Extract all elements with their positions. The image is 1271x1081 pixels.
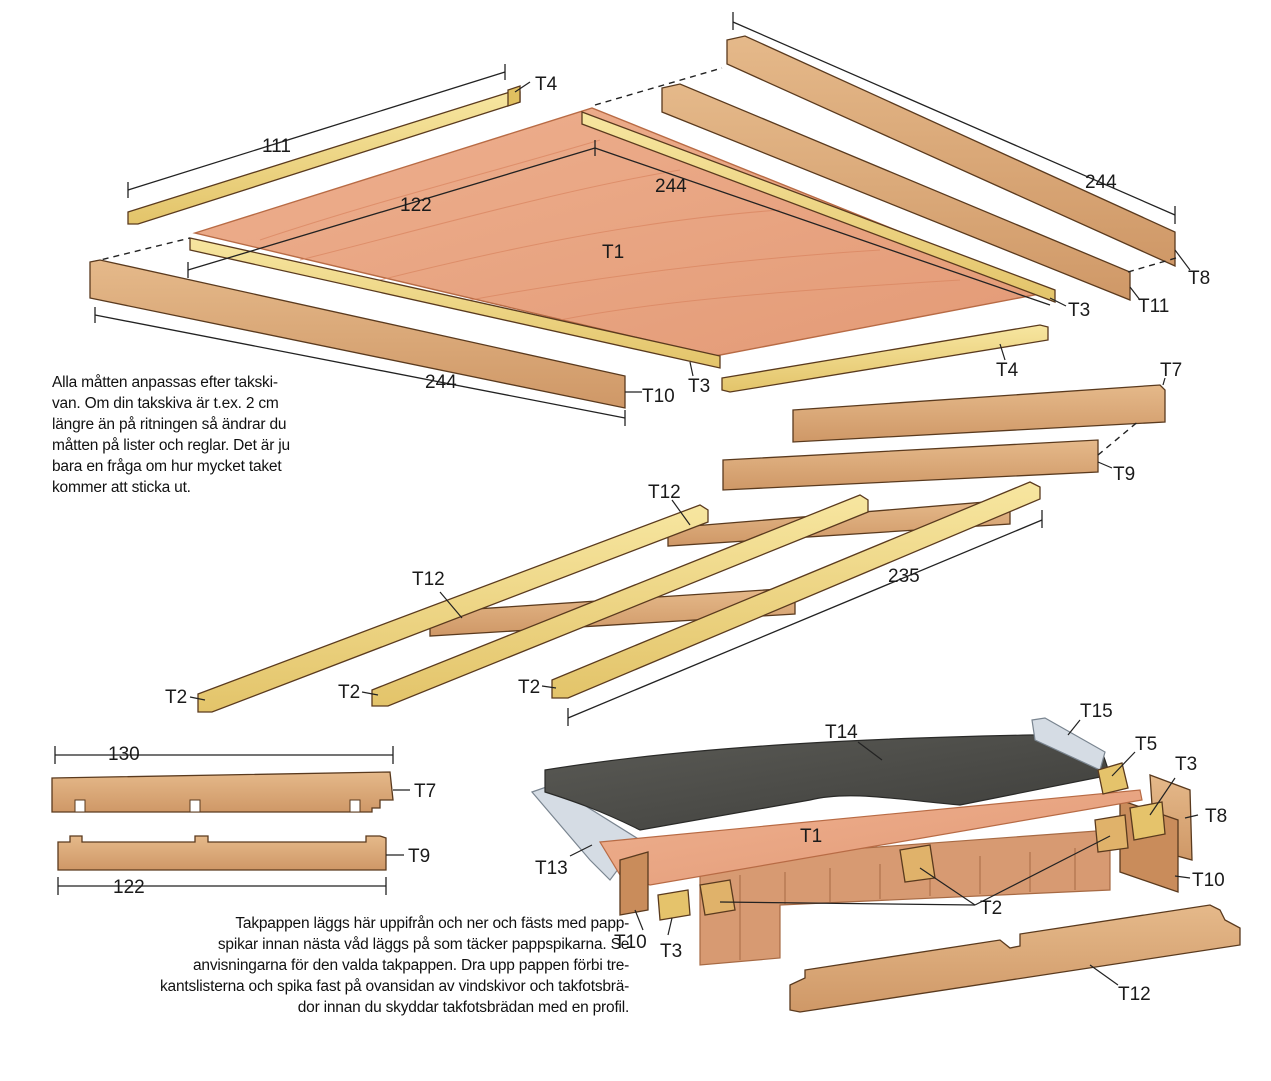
note-bottom-line: anvisningarna för den valda takpappen. D… (193, 957, 630, 974)
label-t3-bottom: T3 (688, 376, 710, 397)
note-top-line: bara en fråga om hur mycket taket (52, 458, 282, 475)
note-top-line: van. Om din takskiva är t.ex. 2 cm (52, 395, 279, 412)
label-t15: T15 (1080, 701, 1113, 722)
plywood-section-t1 (598, 789, 1143, 886)
board-t11 (661, 83, 1131, 301)
dimension-244-board (594, 140, 1051, 306)
note-bottom-line: kantslisterna och spika fast på ovansida… (160, 978, 630, 995)
label-t4-top: T4 (535, 74, 558, 95)
label-t7-top: T7 (1160, 360, 1182, 381)
label-t11: T11 (1138, 296, 1169, 317)
note-bottom-line: spikar innan nästa våd läggs på som täck… (217, 936, 630, 953)
label-t9-top: T9 (1113, 464, 1135, 485)
rafter-t2-a (197, 504, 709, 713)
dim-label-111: 111 (262, 136, 291, 157)
dimension-111 (127, 64, 506, 198)
dimension-130 (54, 746, 394, 764)
note-top-line: kommer att sticka ut. (52, 479, 191, 496)
note-bottom-line: Takpappen läggs här uppifrån och ner och… (235, 915, 630, 932)
triangle-strip-t3-front (189, 237, 721, 369)
label-t14: T14 (825, 722, 858, 743)
label-t3-right: T3 (1068, 300, 1090, 321)
dim-label-122-bottom: 122 (113, 877, 145, 898)
label-t2-b: T2 (338, 682, 360, 703)
label-t12-section: T12 (1118, 984, 1151, 1005)
batten-t4-right (721, 324, 1049, 393)
label-t3-section: T3 (1175, 754, 1197, 775)
note-measurements: Alla måtten anpassas efter takski- van. … (52, 372, 290, 498)
dim-label-122-board: 122 (400, 195, 432, 216)
dim-label-244-right: 244 (1085, 172, 1117, 193)
label-t2-c: T2 (518, 677, 540, 698)
board-t7-top (792, 384, 1166, 443)
label-t3-section-left: T3 (660, 941, 682, 962)
strip-t3-section-left (657, 889, 691, 921)
joist-t2-section-3 (1094, 814, 1129, 853)
dimension-244-left (94, 307, 626, 426)
label-t10-top: T10 (642, 386, 675, 407)
label-t4-right: T4 (996, 360, 1019, 381)
label-t12-b: T12 (412, 569, 445, 590)
label-t10-section-right: T10 (1192, 870, 1225, 891)
triangle-strip-t3-back (581, 111, 1056, 303)
dim-label-244-board: 244 (655, 176, 687, 197)
label-t10-section-left: T10 (614, 932, 647, 953)
joist-t2-section-1 (699, 879, 736, 916)
dimension-122-board (187, 147, 596, 278)
dimension-235 (567, 510, 1043, 726)
dim-label-244-left: 244 (425, 372, 457, 393)
label-t5: T5 (1135, 734, 1157, 755)
board-t9-detail (57, 835, 387, 871)
dim-label-235: 235 (888, 566, 920, 587)
label-t12-a: T12 (648, 482, 681, 503)
label-t1-top: T1 (602, 242, 624, 263)
dimension-244-right (732, 12, 1176, 224)
board-t9-top (722, 439, 1099, 491)
rafter-t2-b (371, 494, 869, 707)
label-t8-top: T8 (1188, 268, 1210, 289)
label-t1-section: T1 (800, 826, 822, 847)
strip-t3-section-right (1129, 801, 1166, 841)
label-t2-a: T2 (165, 687, 187, 708)
label-t13: T13 (535, 858, 568, 879)
note-top-line: längre än på ritningen så ändrar du (52, 416, 287, 433)
note-top-line: Alla måtten anpassas efter takski- (52, 374, 278, 391)
board-t12-section (789, 904, 1241, 1013)
label-t9-detail: T9 (408, 846, 430, 867)
strip-t5 (1097, 762, 1129, 795)
note-tarpaper: Takpappen läggs här uppifrån och ner och… (160, 913, 629, 1018)
rafter-t2-c (551, 481, 1041, 699)
leader-lines (189, 81, 1199, 986)
dim-label-130: 130 (108, 744, 140, 765)
board-t8 (726, 35, 1176, 268)
dimension-122-bottom (57, 877, 387, 895)
label-t2-section: T2 (980, 898, 1002, 919)
label-t8-section: T8 (1205, 806, 1227, 827)
board-t7-detail (51, 771, 394, 813)
board-t10-section-left (619, 851, 649, 916)
joist-t2-section-2 (899, 844, 936, 883)
flashing-t15 (1031, 717, 1106, 771)
note-top-line: måtten på lister och reglar. Det är ju (52, 437, 290, 454)
label-t7-detail: T7 (414, 781, 436, 802)
note-bottom-line: dor innan du skyddar takfotsbrädan med e… (297, 999, 630, 1016)
